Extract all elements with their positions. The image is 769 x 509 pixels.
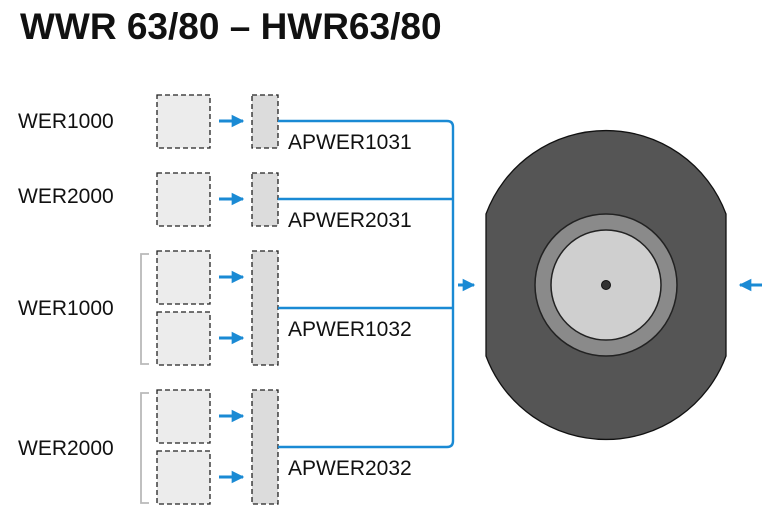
diagram-title: WWR 63/80 – HWR63/80 <box>20 6 442 47</box>
adapter-strip-2 <box>251 172 279 227</box>
source-label-3: WER1000 <box>18 297 114 320</box>
bracket-group-4 <box>140 392 149 504</box>
source-box-2 <box>156 172 211 227</box>
collector-bus <box>446 119 455 449</box>
disc-hole <box>601 280 611 290</box>
adapter-label-2: APWER2031 <box>288 209 412 232</box>
adapter-label-3: APWER1032 <box>288 318 412 341</box>
source-box-3a <box>156 250 211 305</box>
source-label-4: WER2000 <box>18 437 114 460</box>
bracket-group-3 <box>140 253 149 365</box>
adapter-strip-1 <box>251 94 279 149</box>
source-label-1: WER1000 <box>18 110 114 133</box>
source-box-3b <box>156 311 211 366</box>
source-label-2: WER2000 <box>18 185 114 208</box>
source-box-4b <box>156 450 211 505</box>
source-box-1 <box>156 94 211 149</box>
adapter-label-4: APWER2032 <box>288 457 412 480</box>
adapter-label-1: APWER1031 <box>288 131 412 154</box>
adapter-strip-3 <box>251 250 279 366</box>
source-box-4a <box>156 389 211 444</box>
adapter-strip-4 <box>251 389 279 505</box>
